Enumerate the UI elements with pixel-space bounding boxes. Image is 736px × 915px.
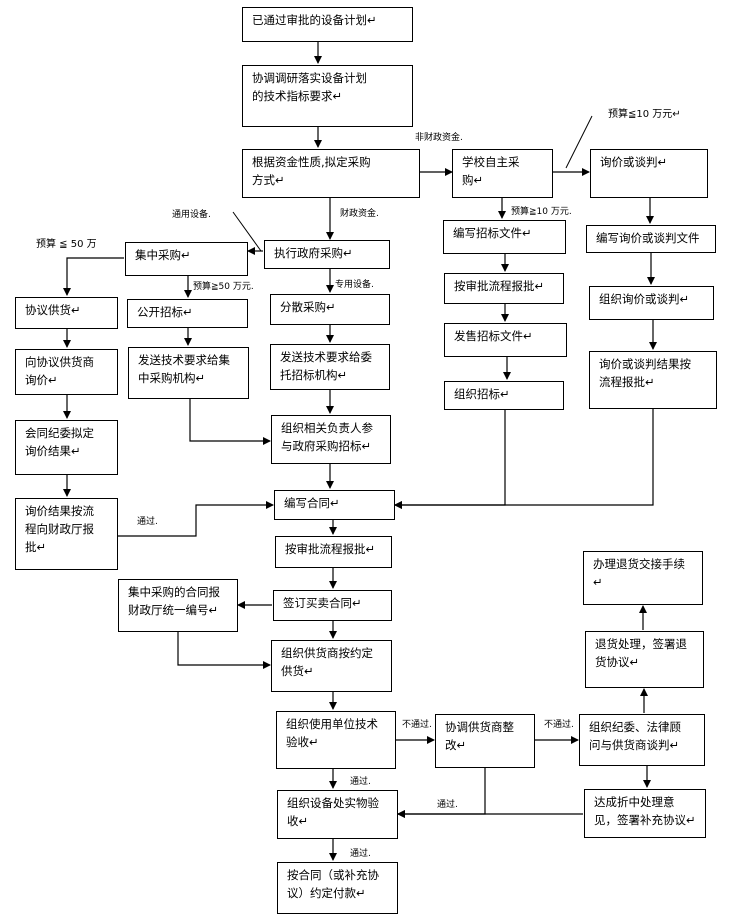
node-coordinate-research: 协调调研落实设备计划 的技术指标要求↵	[242, 65, 413, 127]
node-sell-bid-doc: 发售招标文件↵	[444, 323, 567, 357]
node-return-handling: 退货处理，签署退 货协议↵	[585, 631, 704, 688]
arrow-sendcentral-to-orgpeople	[189, 398, 271, 445]
node-return-handover: 办理退货交接手续↵	[583, 551, 703, 605]
label-pass-rectify: 通过.	[437, 800, 458, 810]
node-physical-acceptance: 组织设备处实物验 收↵	[277, 790, 398, 839]
node-purchase-method: 根据资金性质,拟定采购 方式↵	[242, 149, 420, 198]
node-approved-plan: 已通过审批的设备计划↵	[242, 7, 413, 42]
node-confirm-inquiry-result: 会同纪委拟定 询价结果↵	[15, 420, 118, 475]
node-agreement-supply: 协议供货↵	[15, 297, 118, 329]
node-organize-bid: 组织招标↵	[444, 381, 564, 410]
label-common-equipment: 通用设备.	[172, 210, 211, 220]
label-fail-rectify: 不通过.	[544, 720, 574, 730]
node-open-bid: 公开招标↵	[127, 299, 248, 328]
node-write-contract: 编写合同↵	[274, 490, 395, 520]
node-central-contract-number: 集中采购的合同报 财政厅统一编号↵	[118, 579, 238, 632]
node-supplier-delivery: 组织供货商按约定 供货↵	[271, 640, 392, 692]
node-central-purchase: 集中采购↵	[125, 242, 248, 276]
leader-budget-school	[565, 115, 593, 169]
node-compromise-agreement: 达成折中处理意 见，签署补充协议↵	[584, 789, 706, 838]
arrow-orgbid-to-contract	[394, 409, 506, 509]
node-school-purchase: 学校自主采 购↵	[452, 149, 553, 198]
arrow-inqresult-to-contract	[394, 408, 654, 509]
arrow-report-to-contract	[118, 501, 274, 537]
node-report-finance-dept: 询价结果按流 程向财政厅报 批↵	[15, 498, 118, 570]
node-prepare-bid-doc: 编写招标文件↵	[443, 220, 566, 254]
node-pay-per-contract: 按合同（或补充协 议）约定付款↵	[277, 862, 398, 914]
label-special-equipment: 专用设备.	[335, 280, 374, 290]
node-send-to-bid-agency: 发送技术要求给委 托招标机构↵	[270, 344, 390, 390]
node-prepare-inquiry-doc: 编写询价或谈判文件↵	[586, 225, 716, 253]
label-budget-bid: 预算≧10 万元.	[511, 207, 572, 217]
node-inquiry-negotiation: 询价或谈判↵	[590, 149, 708, 198]
label-pass-technical: 通过.	[350, 777, 371, 787]
node-technical-acceptance: 组织使用单位技术 验收↵	[276, 711, 396, 769]
node-negotiate-supplier: 组织纪委、法律顾 问与供货商谈判↵	[579, 714, 705, 766]
label-budget-ge-50: 预算≧50 万元.	[193, 282, 254, 292]
node-organize-inquiry: 组织询价或谈判↵	[589, 286, 714, 320]
node-coordinate-rectification: 协调供货商整 改↵	[435, 714, 535, 768]
label-fiscal-funds: 财政资金.	[340, 209, 379, 219]
label-non-fiscal-funds: 非财政资金.	[415, 133, 463, 143]
leader-common-equipment	[232, 211, 262, 252]
node-gov-purchase: 执行政府采购↵	[264, 240, 390, 269]
arrow-centralnum-to-deliver	[177, 632, 271, 669]
arrow-central-to-agree	[63, 257, 124, 296]
node-scattered-purchase: 分散采购↵	[270, 294, 390, 325]
node-ask-agreement-supplier: 向协议供货商 询价↵	[15, 349, 118, 395]
node-inquiry-result-approval: 询价或谈判结果按 流程报批↵	[589, 351, 717, 409]
label-budget-le-50: 预算 ≦ 50 万	[36, 239, 97, 250]
node-review-approval-2: 按审批流程报批↵	[275, 536, 392, 568]
node-organize-officials: 组织相关负责人参 与政府采购招标↵	[271, 415, 391, 464]
node-review-approval-1: 按审批流程报批↵	[444, 273, 564, 304]
label-fail-technical: 不通过.	[402, 720, 432, 730]
label-pass-physical: 通过.	[350, 849, 371, 859]
node-sign-contract: 签订买卖合同↵	[273, 590, 392, 621]
label-pass-finance: 通过.	[137, 517, 158, 527]
label-budget-school: 预算≦10 万元↵	[608, 109, 681, 120]
node-send-to-central-agency: 发送技术要求给集 中采购机构↵	[128, 347, 249, 399]
